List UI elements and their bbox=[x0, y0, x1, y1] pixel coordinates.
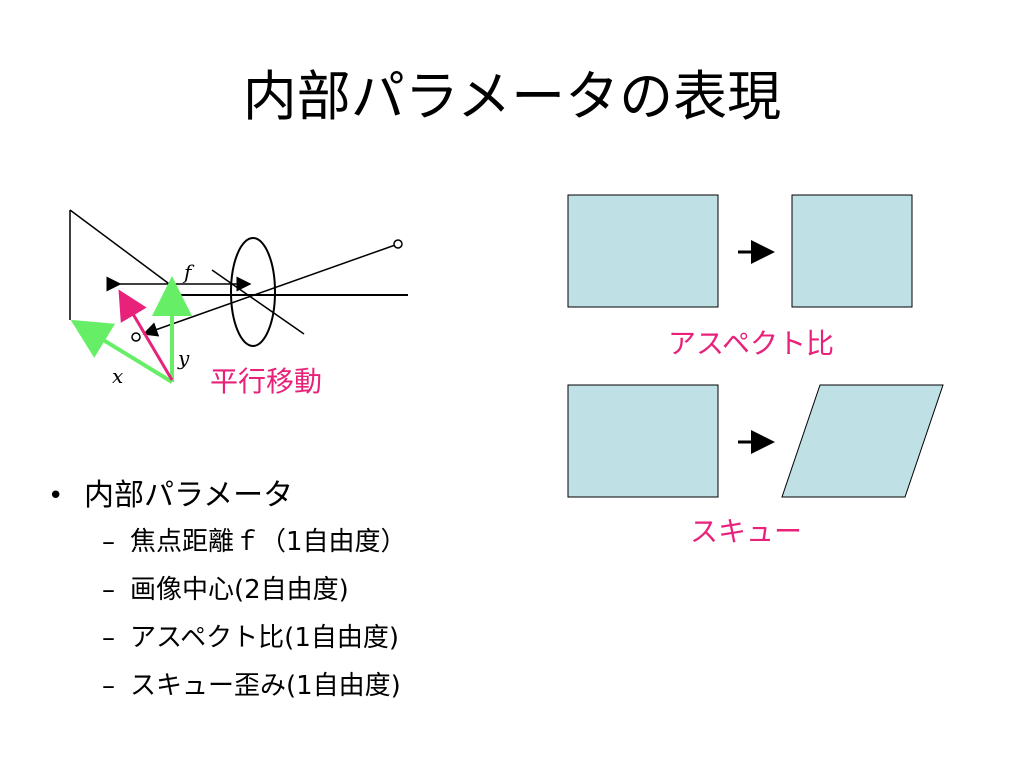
translation-label: 平行移動 bbox=[210, 365, 323, 398]
skew-parallelogram bbox=[781, 384, 944, 498]
object-point bbox=[393, 239, 403, 249]
image-point bbox=[131, 332, 141, 342]
skew-label: スキュー bbox=[690, 515, 803, 548]
sub-bullet-text: 焦点距離ｆ（1自由度） bbox=[130, 527, 407, 557]
translation-vector bbox=[118, 289, 174, 381]
aspect-skew-diagram bbox=[567, 194, 944, 498]
sub-bullet-item: – 画像中心(2自由度) bbox=[102, 566, 407, 614]
light-ray bbox=[142, 243, 399, 337]
sub-bullet-item: – スキュー歪み(1自由度) bbox=[102, 662, 407, 710]
sub-bullet-text: スキュー歪み(1自由度) bbox=[130, 671, 401, 701]
original-rect-2 bbox=[567, 384, 719, 498]
sub-bullet-text: アスペクト比(1自由度) bbox=[130, 623, 400, 653]
dash-icon: – bbox=[102, 575, 115, 605]
lens-icon bbox=[230, 237, 276, 347]
sub-bullet-item: – 焦点距離ｆ（1自由度） bbox=[102, 518, 407, 566]
dash-icon: – bbox=[102, 527, 115, 557]
bullet-list: • 内部パラメータ – 焦点距離ｆ（1自由度） – 画像中心(2自由度) – ア… bbox=[48, 474, 407, 710]
dash-icon: – bbox=[102, 623, 115, 653]
x-axis-label: x bbox=[112, 364, 124, 388]
focal-length-label: f bbox=[184, 260, 192, 284]
bullet-item: • 内部パラメータ bbox=[48, 474, 407, 518]
aspect-ratio-label: アスペクト比 bbox=[668, 327, 835, 360]
page-title: 内部パラメータの表現 bbox=[242, 65, 782, 128]
y-axis-label: y bbox=[178, 346, 190, 370]
bullet-text: 内部パラメータ bbox=[84, 478, 294, 513]
aspect-rect bbox=[791, 194, 913, 308]
original-rect-1 bbox=[567, 194, 719, 308]
dash-icon: – bbox=[102, 671, 115, 701]
tilted-axis-line bbox=[211, 269, 305, 335]
sub-bullet-item: – アスペクト比(1自由度) bbox=[102, 614, 407, 662]
bullet-dot-icon: • bbox=[48, 481, 64, 511]
x-axis-arrow bbox=[70, 319, 174, 384]
camera-diagram bbox=[69, 209, 408, 384]
sub-bullet-text: 画像中心(2自由度) bbox=[130, 575, 349, 605]
